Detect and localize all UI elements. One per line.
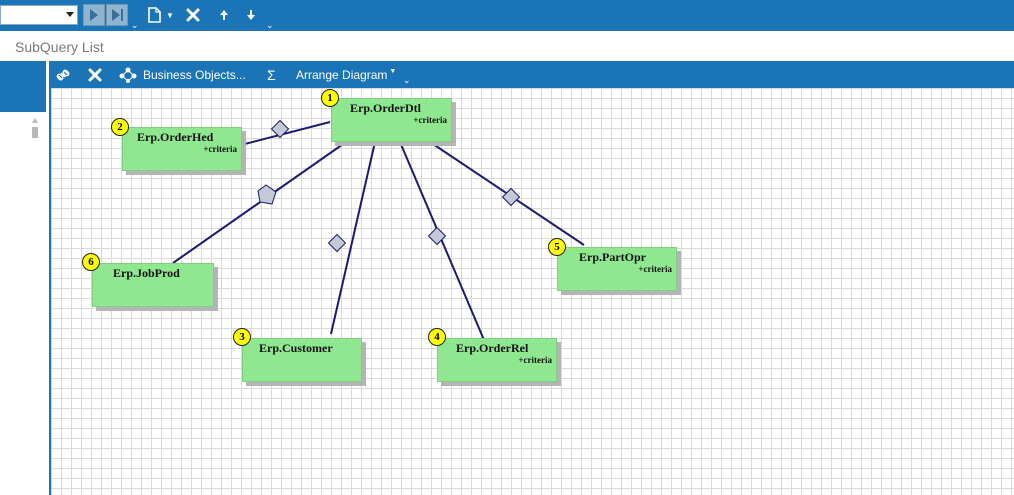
hierarchy-icon [119, 67, 137, 83]
join-diamond-customer [327, 233, 347, 253]
join-diamond-orderhed [270, 119, 290, 139]
diagram-canvas[interactable]: Erp.OrderDtl +criteria 1 Erp.OrderHed +c… [51, 88, 1014, 495]
new-dropdown-icon[interactable]: ▼ [166, 10, 174, 20]
diagram-toolbar: Business Objects... Σ Arrange Diagram ▼ … [51, 61, 1014, 88]
arrange-diagram-button[interactable]: Arrange Diagram ▼ [296, 61, 396, 88]
move-down-button[interactable] [245, 4, 257, 26]
connector-layer [172, 119, 585, 341]
node-number-badge: 2 [111, 118, 129, 136]
left-panel-header [0, 61, 46, 112]
business-objects-label: Business Objects... [143, 67, 246, 82]
play-to-end-icon [111, 9, 123, 21]
left-panel [0, 112, 46, 495]
scroll-up-icon[interactable] [32, 118, 38, 123]
diagram-border [49, 61, 51, 495]
table-node-orderrel[interactable]: Erp.OrderRel +criteria [437, 338, 557, 382]
link-icon [56, 68, 70, 81]
table-node-partopr[interactable]: Erp.PartOpr +criteria [557, 247, 677, 291]
sigma-icon: Σ [267, 66, 276, 83]
node-number-badge: 5 [548, 238, 566, 256]
node-criteria-link[interactable]: +criteria [413, 115, 447, 125]
query-selector-combo[interactable] [0, 5, 78, 25]
node-name: Erp.PartOpr [579, 250, 646, 264]
arrange-caret-icon: ▼ [389, 68, 397, 75]
subquery-list-title: SubQuery List [15, 39, 104, 55]
node-criteria-link[interactable]: +criteria [518, 355, 552, 365]
connector-orderdtl-customer [330, 141, 376, 335]
join-diamond-jobprod [257, 184, 277, 205]
dropdown-arrow-icon[interactable] [66, 12, 74, 17]
connector-orderdtl-jobprod [172, 141, 347, 264]
node-number-badge: 6 [82, 253, 100, 271]
table-node-orderhed[interactable]: Erp.OrderHed +criteria [122, 127, 242, 171]
sigma-button[interactable]: Σ [267, 61, 276, 88]
subquery-list-header: SubQuery List [0, 31, 1014, 61]
remove-button[interactable] [88, 61, 104, 88]
node-number-badge: 1 [321, 89, 339, 107]
join-diamond-partopr [501, 187, 521, 207]
table-node-jobprod[interactable]: Erp.JobProd [92, 263, 214, 307]
move-down-icon [247, 10, 255, 20]
node-number-badge: 3 [233, 328, 251, 346]
node-criteria-link[interactable]: +criteria [638, 264, 672, 274]
new-document-icon [147, 7, 161, 23]
node-name: Erp.Customer [259, 341, 333, 355]
play-icon [90, 9, 98, 21]
run-button[interactable] [83, 4, 105, 26]
table-node-orderdtl[interactable]: Erp.OrderDtl +criteria [331, 98, 452, 142]
node-name: Erp.OrderRel [456, 341, 529, 355]
overflow-caret-icon[interactable]: ⌄ [266, 19, 274, 30]
node-name: Erp.OrderDtl [350, 101, 421, 115]
node-criteria-link[interactable]: +criteria [203, 144, 237, 154]
move-up-button[interactable] [218, 4, 230, 26]
node-number-badge: 4 [428, 328, 446, 346]
scrollbar-thumb[interactable] [32, 127, 38, 138]
new-button[interactable] [146, 4, 162, 26]
delete-button[interactable] [184, 4, 202, 26]
delete-icon [186, 8, 200, 22]
move-up-icon [220, 10, 228, 20]
overflow-caret-icon[interactable]: ⌄ [403, 75, 411, 85]
overflow-caret-icon[interactable]: ⌄ [131, 19, 139, 30]
business-objects-button[interactable]: Business Objects... [119, 61, 246, 88]
node-name: Erp.OrderHed [137, 130, 214, 144]
table-node-customer[interactable]: Erp.Customer [242, 338, 362, 382]
main-toolbar: ⌄ ▼ ⌄ [0, 0, 1014, 31]
connector-orderdtl-orderhed [240, 121, 331, 146]
run-to-end-button[interactable] [106, 4, 128, 26]
arrange-diagram-label: Arrange Diagram [296, 67, 388, 82]
link-button[interactable] [55, 61, 73, 88]
delete-icon [88, 68, 102, 81]
connector-orderdtl-orderrel [399, 141, 485, 341]
node-name: Erp.JobProd [113, 266, 180, 280]
join-diamond-orderrel [427, 226, 447, 246]
